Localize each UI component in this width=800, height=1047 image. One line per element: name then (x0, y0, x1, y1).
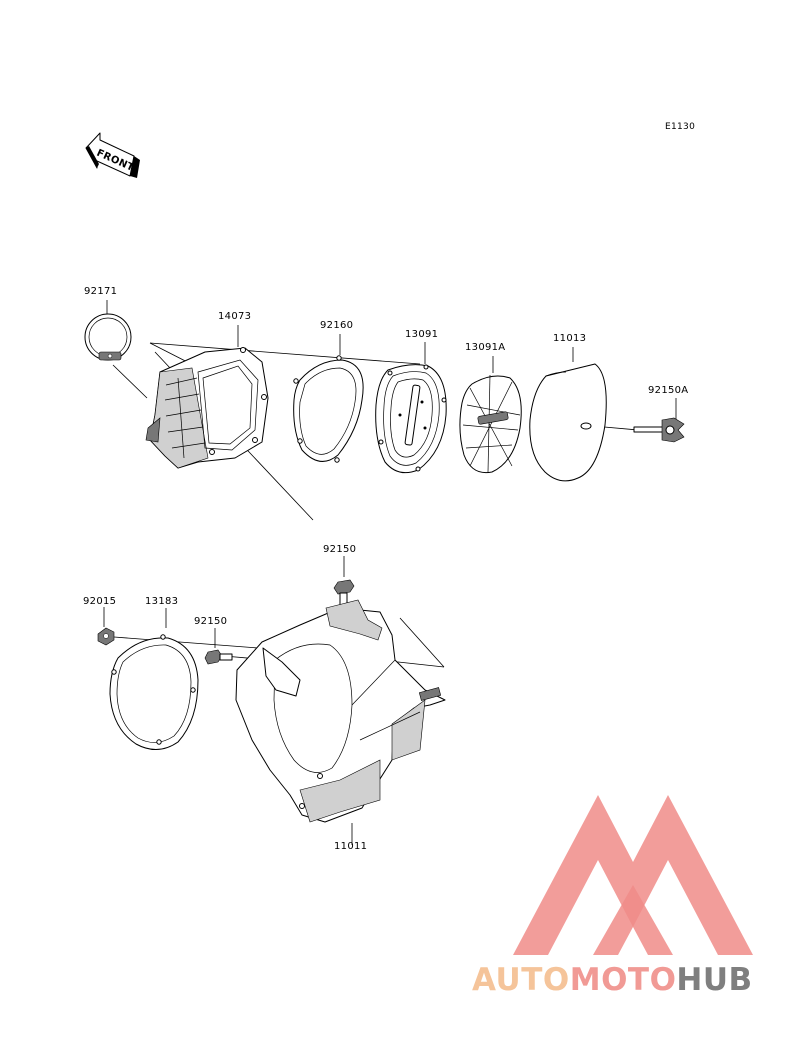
label-11013: 11013 (553, 333, 586, 344)
label-92150A: 92150A (648, 385, 688, 396)
nut-92015 (97, 627, 115, 646)
label-13091A: 13091A (465, 342, 505, 353)
label-92171: 92171 (84, 286, 117, 297)
frame-code: E1130 (665, 122, 695, 132)
air-filter-element-11013 (529, 363, 607, 482)
clamp-92171 (84, 313, 132, 361)
watermark-brand-text: AUTOMOTOHUB (472, 962, 753, 998)
label-14073: 14073 (218, 311, 251, 322)
gasket-13183 (109, 634, 199, 750)
label-92150-left: 92150 (194, 616, 227, 627)
watermark-auto: AUTO (472, 962, 570, 998)
filter-cage-13091A (459, 374, 522, 474)
label-92150-top: 92150 (323, 544, 356, 555)
label-92160: 92160 (320, 320, 353, 331)
front-arrow-icon: FRONT (85, 132, 140, 178)
label-11011: 11011 (334, 841, 367, 852)
label-13091: 13091 (405, 329, 438, 340)
air-box-housing-14073 (145, 347, 269, 469)
gasket-92160 (293, 355, 364, 463)
watermark-logo-icon (513, 795, 753, 955)
wing-bolt-92150A (633, 417, 685, 443)
filter-holder-13091 (375, 364, 447, 474)
watermark-hub: HUB (676, 962, 753, 998)
air-cleaner-case-11011 (235, 599, 446, 823)
label-92015: 92015 (83, 596, 116, 607)
label-13183: 13183 (145, 596, 178, 607)
bolt-92150-left (204, 649, 233, 665)
watermark-moto: MOTO (569, 962, 677, 998)
